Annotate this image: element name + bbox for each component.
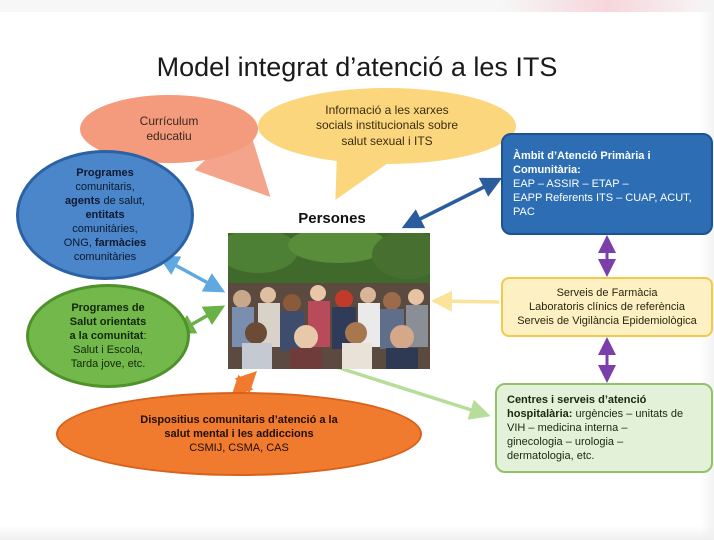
programes-line-6a: ONG, [63,237,95,250]
dispositius-line-2: salut mental i les addiccions [164,427,314,440]
salut-line-3b: : [143,329,147,342]
dispositius-line-3: CSMIJ, CSMA, CAS [189,442,289,455]
centres-hospitalaria-node: Centres i serveis d’atenció hospitalària… [495,383,713,473]
ambit-line-1: Àmbit d’Atenció Primària i [513,149,651,162]
programes-line-4: entitats [85,208,125,221]
salut-line-2: Salut orientats [69,315,147,328]
programes-line-7: comunitàries [73,251,137,264]
bottom-edge-shadow [0,526,714,540]
programes-line-2: comunitaris, [75,180,135,193]
centres-line-2a: hospitalària: [507,407,573,420]
salut-line-3a: a la comunitat [69,329,144,342]
informacio-node: Informació a les xarxes socials instituc… [258,88,516,164]
salut-line-5: Tarda jove, etc. [70,358,146,371]
curriculum-line-2: educatiu [146,129,192,143]
farmacia-line-3: Serveis de Vigilància Epidemiològica [517,315,697,328]
programes-line-3: agents de salut, [65,194,145,208]
salut-line-3: a la comunitat: [69,329,146,343]
curriculum-line-1: Currículum [139,113,199,128]
centres-line-2b: urgències – unitats de [572,407,684,420]
ambit-line-3: EAP – ASSIR – ETAP – [513,177,629,190]
arrow-informacio [335,119,402,200]
ambit-line-4: EAPP Referents ITS – CUAP, ACUT, [513,192,692,205]
arrow-ambit [401,177,503,229]
programes-line-1: Programes [76,166,134,179]
farmacia-line-1: Serveis de Farmàcia [556,286,658,299]
arrow-dispositius [231,371,257,397]
informacio-line-2: socials institucionals sobre [315,118,459,133]
salut-line-4: Salut i Escola, [73,344,143,357]
farmacia-line-2: Laboratoris clínics de referència [529,300,685,313]
programes-salut-node: Programes de Salut orientats a la comuni… [26,284,190,388]
ambit-atencio-primaria-node: Àmbit d’Atenció Primària i Comunitària: … [501,133,713,235]
programes-line-3a: agents [64,194,101,207]
center-label: Persones [298,210,366,227]
programes-line-3b: de salut, [100,194,146,207]
arrow-centres [329,363,491,420]
arrow-programes [157,255,226,293]
programes-line-6: ONG, farmàcies [64,236,147,250]
crowd-photo [228,233,430,369]
dispositius-node: Dispositius comunitaris d’atenció a la s… [56,392,422,476]
informacio-line-3: salut sexual i ITS [341,133,433,148]
dispositius-line-1: Dispositius comunitaris d’atenció a la [140,413,338,426]
centres-line-2: hospitalària: urgències – unitats de [507,407,683,421]
centres-line-5: dermatologia, etc. [507,450,595,463]
programes-line-5: comunitàries, [72,223,138,236]
arrow-curriculum [194,120,271,197]
informacio-line-1: Informació a les xarxes [325,102,449,117]
centres-line-1: Centres i serveis d’atenció [507,393,647,406]
curriculum-node: Currículum educatiu [80,95,258,163]
diagram-title: Model integrat d’atenció a les ITS [156,52,558,82]
centres-line-4: ginecologia – urologia – [507,436,624,449]
salut-line-1: Programes de [71,301,145,314]
top-decor-strip [0,0,714,12]
ambit-line-2: Comunitària: [513,163,581,176]
programes-comunitaris-node: Programes comunitaris, agents de salut, … [16,150,194,280]
ambit-line-5: PAC [513,206,535,219]
serveis-farmacia-node: Serveis de Farmàcia Laboratoris clínics … [501,277,713,337]
arrow-farmacia [431,290,500,312]
programes-line-6b: farmàcies [94,237,147,250]
centres-line-3: VIH – medicina interna – [507,421,628,434]
